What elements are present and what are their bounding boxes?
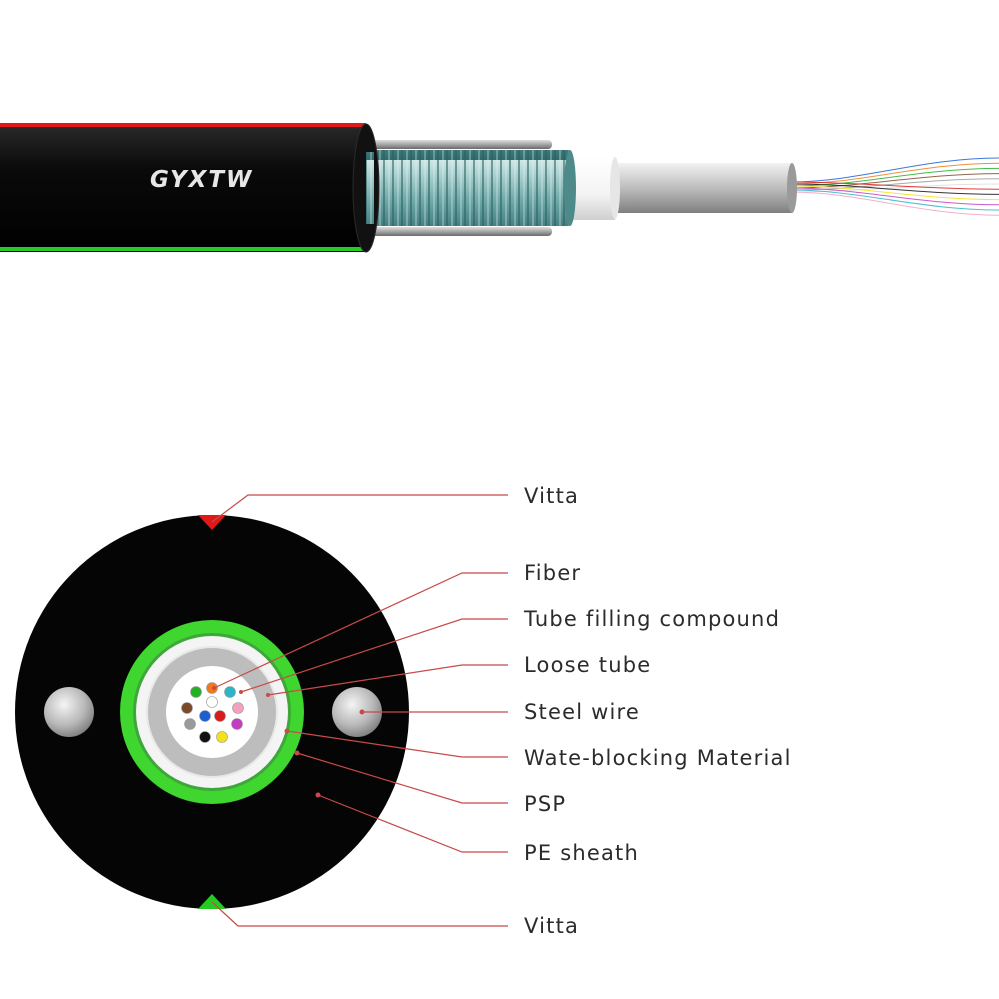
vitta-bottom-marker	[198, 894, 226, 909]
water-blocking-end	[610, 157, 620, 219]
loose-tube-side	[612, 163, 792, 213]
label-vitta-top: Vitta	[524, 484, 579, 508]
vitta-top-marker	[198, 515, 226, 530]
psp-armor-inner	[366, 152, 374, 224]
fiber-strand	[789, 167, 999, 187]
label-loose-tube: Loose tube	[524, 653, 651, 677]
vitta-side-bottom	[0, 247, 366, 251]
fiber-dot	[190, 686, 202, 698]
leader-fiber	[213, 572, 508, 689]
pe-sheath-side	[0, 124, 368, 252]
label-fiber: Fiber	[524, 561, 581, 585]
fiber-dot	[199, 731, 211, 743]
label-vitta-bottom: Vitta	[524, 914, 579, 938]
fiber-strand	[789, 181, 999, 190]
leader-psp	[296, 752, 508, 804]
leader-dot-pe-sheath	[315, 792, 321, 798]
steel-wire-side-top	[362, 140, 552, 149]
leader-pe-sheath	[317, 794, 508, 853]
leader-vitta-bottom	[211, 901, 508, 927]
fiber-strand	[789, 162, 999, 185]
fiber-dot	[214, 710, 226, 722]
fiber-dot	[199, 710, 211, 722]
fiber-dot	[231, 718, 243, 730]
fiber-dot	[224, 686, 236, 698]
fiber-dot	[206, 696, 218, 708]
leader-dot-water-blocking	[284, 728, 290, 734]
leader-dot-loose-tube	[266, 693, 270, 697]
cable-brand-text: GYXTW	[150, 167, 253, 193]
fiber-dots	[181, 682, 244, 743]
leader-vitta-top	[211, 494, 508, 523]
labels: Vitta Fiber Tube filling compound Loose …	[523, 484, 792, 938]
label-psp: PSP	[524, 792, 566, 816]
fiber-strand	[789, 157, 999, 183]
cable-cross-section	[15, 515, 409, 909]
fiber-strand	[789, 187, 999, 206]
fiber-dot	[181, 702, 193, 714]
psp-armor-end	[564, 150, 576, 226]
leader-lines	[211, 494, 508, 927]
fiber-strand	[789, 189, 999, 211]
label-steel-wire: Steel wire	[524, 700, 640, 724]
leader-loose-tube	[267, 664, 508, 696]
label-water-blocking-material: Wate-blocking Material	[524, 746, 792, 770]
leader-dot-fiber	[212, 686, 216, 690]
fiber-strand	[789, 185, 999, 201]
leader-dot-steel-wire	[359, 709, 365, 715]
label-tube-filling-compound: Tube filling compound	[523, 607, 780, 631]
steel-wire-left	[44, 687, 94, 737]
fiber-strand	[789, 173, 999, 189]
fiber-dot	[184, 718, 196, 730]
cable-side-view: GYXTW	[0, 123, 999, 253]
steel-wire-right	[332, 687, 382, 737]
fiber-strand	[789, 191, 999, 216]
steel-wire-side-bottom	[362, 227, 552, 236]
fiber-strand	[789, 183, 999, 195]
loose-tube-end	[787, 163, 797, 213]
label-pe-sheath: PE sheath	[524, 841, 639, 865]
fiber-strand	[789, 178, 999, 191]
leader-dot-psp	[294, 750, 300, 756]
psp-armor-side	[360, 150, 570, 226]
leader-water-blocking	[286, 730, 508, 758]
fiber-dot	[232, 702, 244, 714]
vitta-side-top	[0, 123, 366, 127]
leader-dot-tube-filling	[239, 690, 243, 694]
fiber-strand	[789, 183, 999, 193]
tube-filling-compound-section	[166, 666, 258, 758]
leader-tube-filling	[240, 618, 508, 693]
fiber-dot	[216, 731, 228, 743]
fiber-bundle	[789, 157, 999, 216]
